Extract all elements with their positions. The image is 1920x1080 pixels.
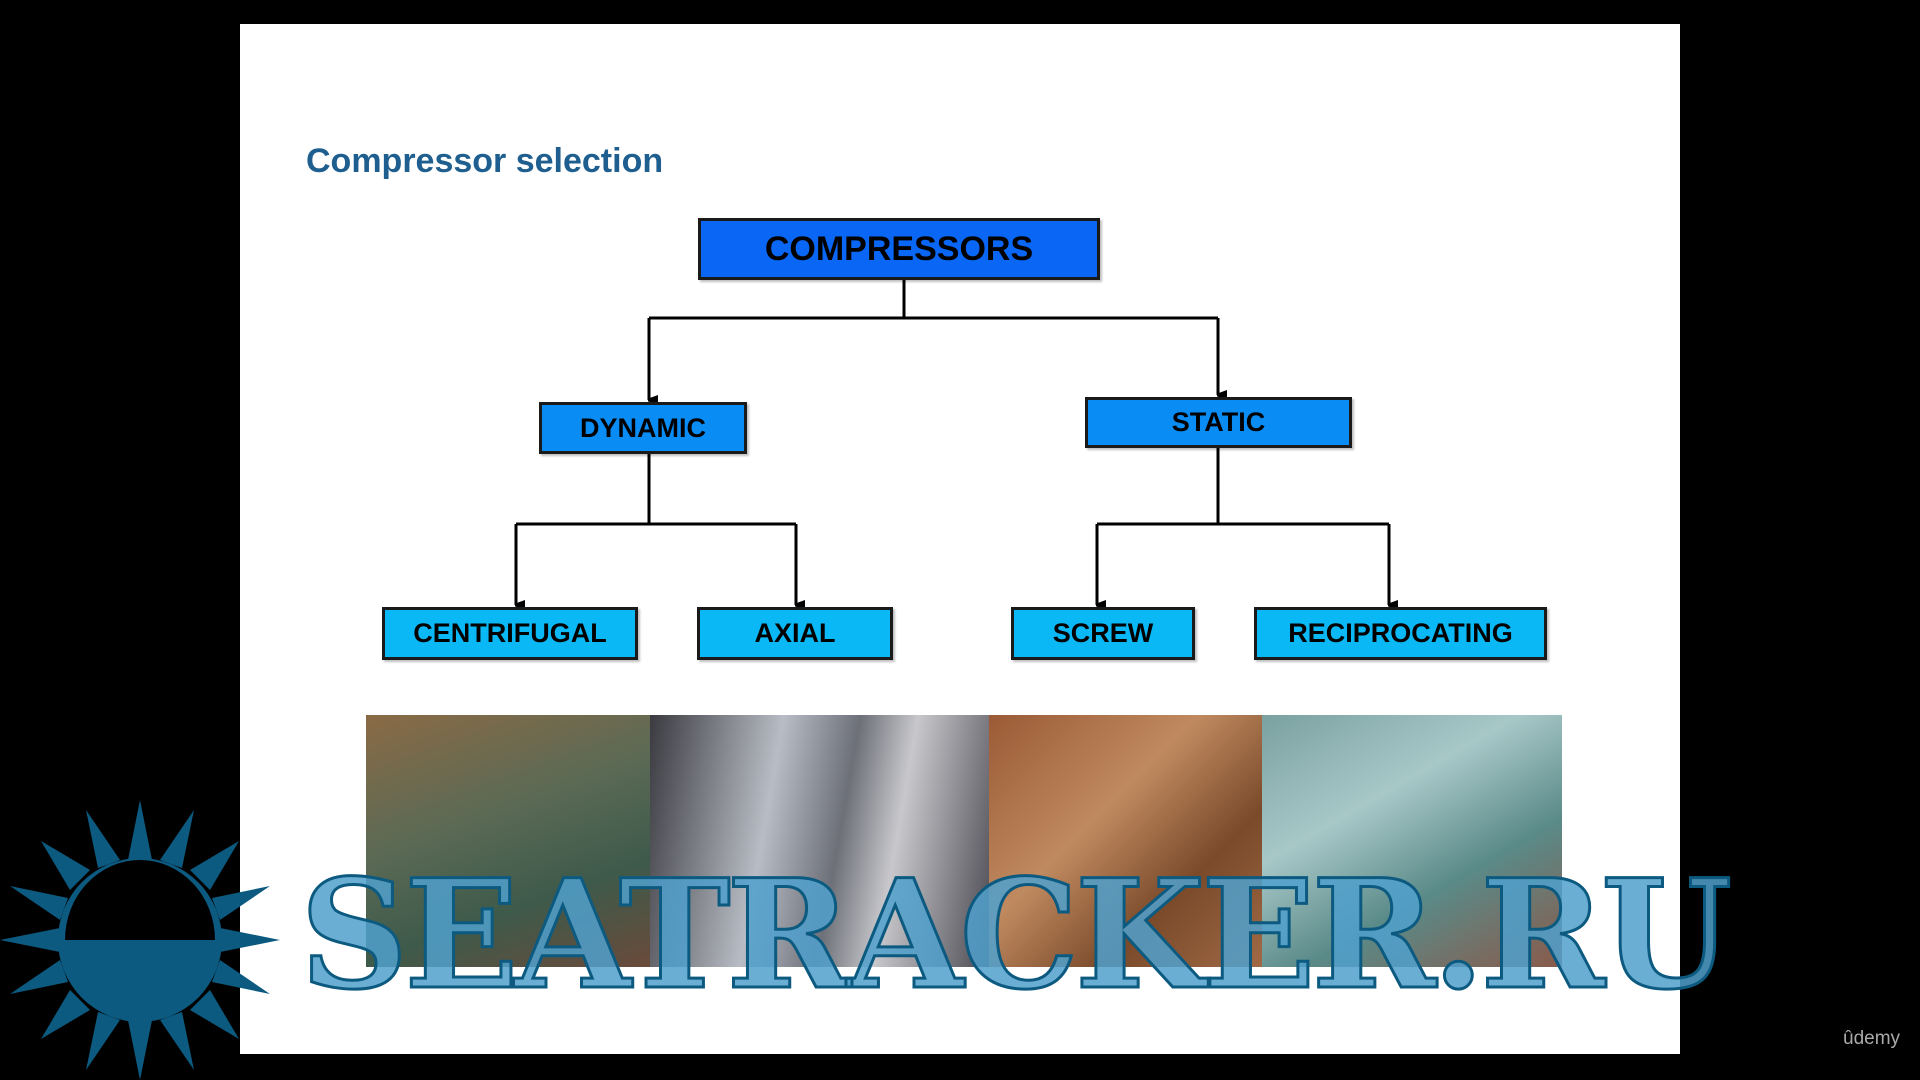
node-compressors: COMPRESSORS <box>698 218 1100 280</box>
udemy-logo: ûdemy <box>1843 1028 1901 1049</box>
centrifugal-photo <box>366 715 650 967</box>
screw-photo <box>989 715 1262 967</box>
slide-title: Compressor selection <box>306 142 664 180</box>
node-axial: AXIAL <box>697 607 893 660</box>
sun-logo-icon <box>0 800 280 1080</box>
node-static: STATIC <box>1085 397 1352 448</box>
reciprocating-photo <box>1262 715 1562 967</box>
node-dynamic: DYNAMIC <box>539 402 747 454</box>
node-screw: SCREW <box>1011 607 1195 660</box>
axial-photo <box>650 715 989 967</box>
node-centrifugal: CENTRIFUGAL <box>382 607 638 660</box>
watermark-text: SEATRACKER.RU <box>299 847 1734 1023</box>
node-reciprocating: RECIPROCATING <box>1254 607 1547 660</box>
